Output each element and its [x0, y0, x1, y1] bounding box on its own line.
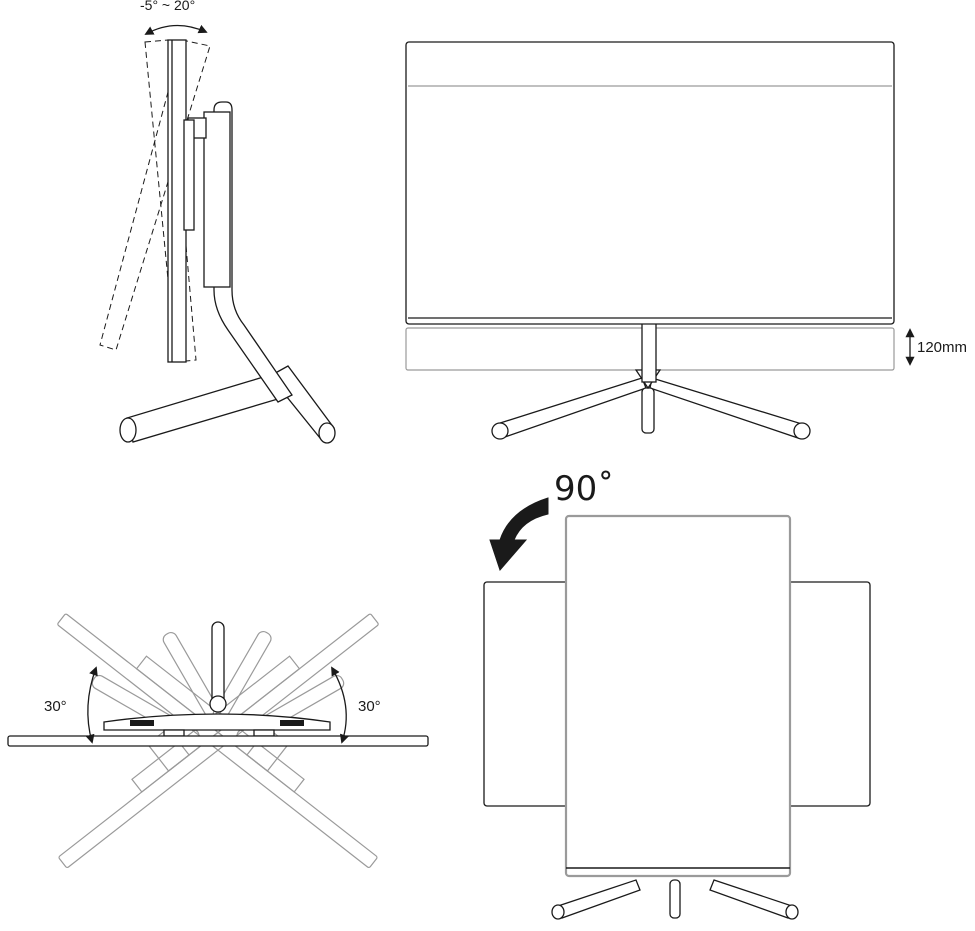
tilt-side-view: -5° ~ 20° — [99, 0, 336, 444]
pivot-base-center-leg — [669, 879, 681, 919]
front-base-left-foot — [496, 377, 647, 439]
swivel-right-label: 30° — [358, 698, 381, 715]
swivel-stand-mount — [103, 713, 331, 731]
swivel-arc-right-icon — [331, 666, 349, 744]
height-adjust-label: 120mm — [917, 339, 967, 356]
pivot-base-right-foot — [709, 879, 793, 919]
tilt-ghost-forward — [144, 39, 197, 363]
pivot-angle-label: 90˚ — [554, 469, 614, 509]
pivot-portrait-monitor — [564, 514, 792, 878]
pivot-view: 90˚ — [483, 469, 871, 920]
front-stand-column — [641, 321, 657, 383]
pivot-base-left-foot — [557, 879, 641, 919]
swivel-top-view: 30° 30° — [7, 613, 429, 868]
swivel-arc-left-icon — [85, 666, 98, 744]
front-base-right-foot — [649, 377, 803, 439]
front-monitor — [405, 41, 895, 325]
tilt-arc-icon — [144, 24, 208, 35]
tilt-monitor-body — [167, 39, 187, 363]
height-front-view: 120mm — [405, 41, 967, 440]
front-base-center-leg — [641, 387, 655, 434]
swivel-monitor — [7, 735, 429, 747]
swivel-left-label: 30° — [44, 698, 67, 715]
pivot-arrow-icon — [489, 497, 549, 571]
swivel-stand-foot — [211, 621, 225, 707]
tilt-range-label: -5° ~ 20° — [140, 0, 195, 13]
tilt-stand-column — [213, 101, 293, 403]
